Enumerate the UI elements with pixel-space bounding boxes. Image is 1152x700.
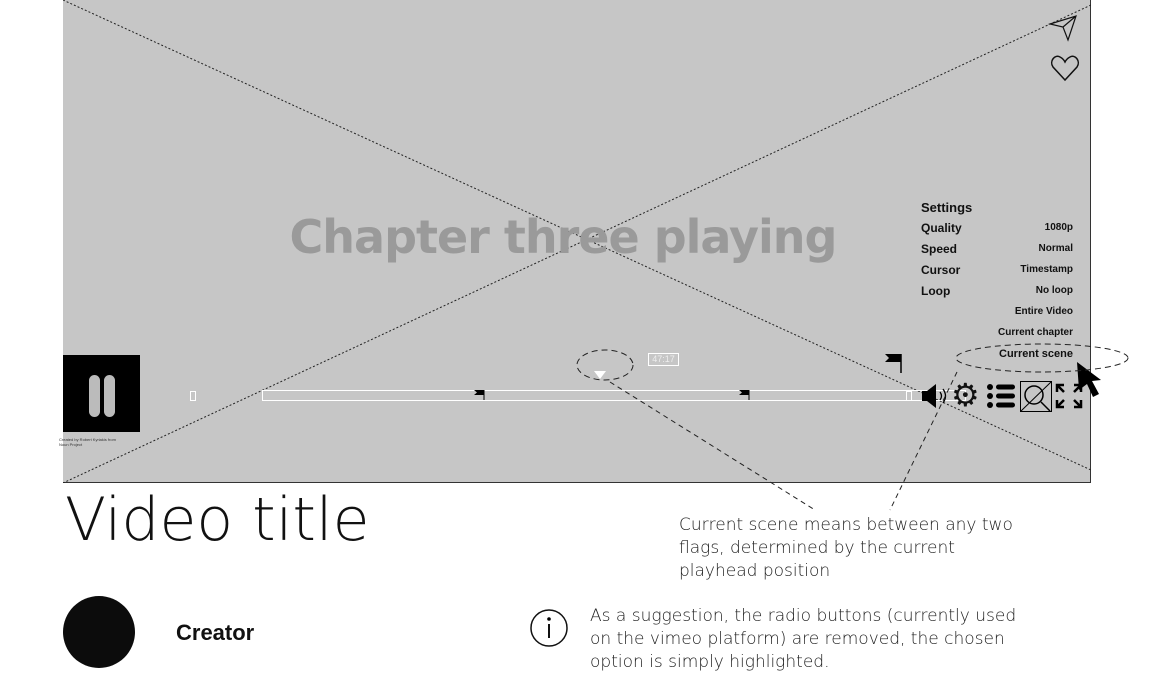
loop-option-current-scene[interactable]: Current scene <box>999 348 1073 360</box>
video-title: Video title <box>65 485 370 555</box>
pause-button[interactable] <box>63 355 140 432</box>
flag-icon[interactable] <box>738 388 752 400</box>
chapter-overlay-text: Chapter three playing <box>289 210 838 264</box>
video-player[interactable]: Chapter three playing Settings Quality 1… <box>63 0 1101 483</box>
flag-icon[interactable] <box>473 388 487 400</box>
setting-loop-value[interactable]: No loop <box>1035 285 1073 296</box>
setting-speed-label: Speed <box>921 242 958 256</box>
mouse-cursor-icon <box>1077 362 1101 397</box>
icon-attribution: Created by Robert Kyriakis from Noun Pro… <box>59 437 116 447</box>
volume-icon[interactable] <box>921 382 951 410</box>
progress-bar[interactable] <box>262 390 966 401</box>
suggestion-annotation: As a suggestion, the radio buttons (curr… <box>590 606 1017 672</box>
heart-icon[interactable] <box>1050 54 1080 82</box>
picture-in-picture-off-icon[interactable] <box>1020 381 1052 412</box>
setting-quality-label: Quality <box>921 221 962 235</box>
loop-option-entire-video[interactable]: Entire Video <box>1014 306 1073 317</box>
settings-gear-icon[interactable]: ⚙ <box>951 377 980 413</box>
setting-loop-label: Loop <box>921 284 951 298</box>
creator-avatar[interactable] <box>63 596 135 668</box>
playhead-marker[interactable] <box>593 370 607 380</box>
trim-start-handle[interactable] <box>190 391 196 401</box>
settings-title: Settings <box>921 200 973 215</box>
setting-cursor-label: Cursor <box>921 263 961 277</box>
setting-speed-value[interactable]: Normal <box>1038 243 1073 254</box>
trim-end-handle[interactable] <box>906 391 912 401</box>
scene-annotation: Current scene means between any two flag… <box>679 515 1013 581</box>
info-icon <box>530 609 568 647</box>
playhead-timestamp: 47:17 <box>648 353 679 366</box>
setting-quality-value[interactable]: 1080p <box>1044 222 1073 233</box>
loop-option-current-chapter[interactable]: Current chapter <box>997 327 1073 338</box>
placeholder-cross <box>63 0 1091 483</box>
setting-cursor-value[interactable]: Timestamp <box>1020 264 1073 275</box>
creator-name[interactable]: Creator <box>176 620 255 645</box>
fullscreen-icon[interactable] <box>1055 383 1083 409</box>
chapters-list-icon[interactable] <box>986 382 1016 410</box>
add-flag-icon[interactable] <box>883 352 905 374</box>
share-icon[interactable] <box>1048 14 1078 42</box>
